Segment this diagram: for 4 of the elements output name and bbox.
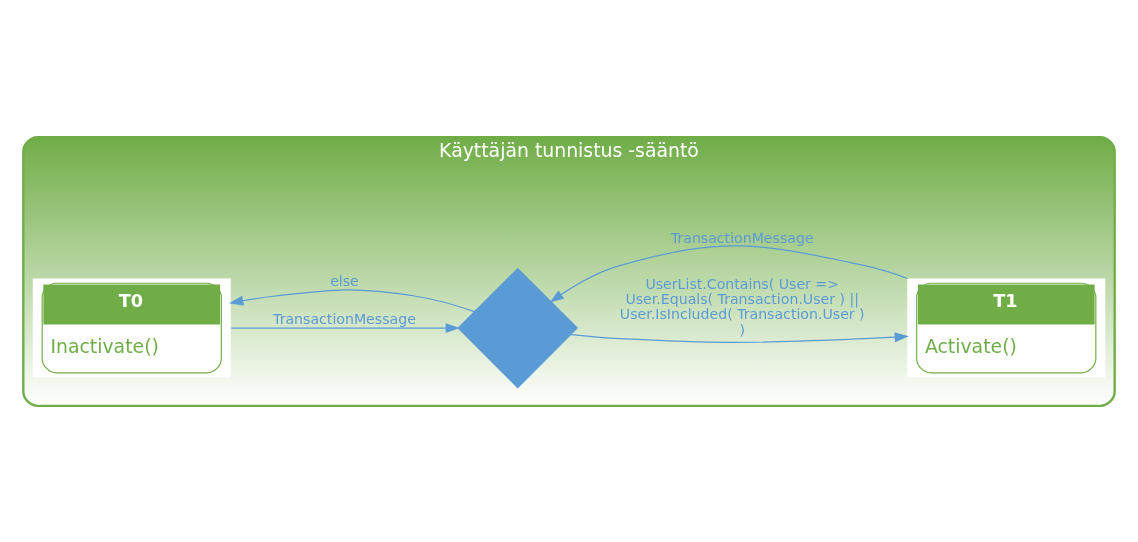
edge-label: TransactionMessage [670, 229, 814, 246]
edge-label: else [330, 272, 359, 289]
edge-label: UserList.Contains( User => User.Equals( Transaction.User ) || User.IsIncluded( Transaction.User ) ) [619, 275, 865, 338]
edge-label: TransactionMessage [273, 310, 416, 327]
